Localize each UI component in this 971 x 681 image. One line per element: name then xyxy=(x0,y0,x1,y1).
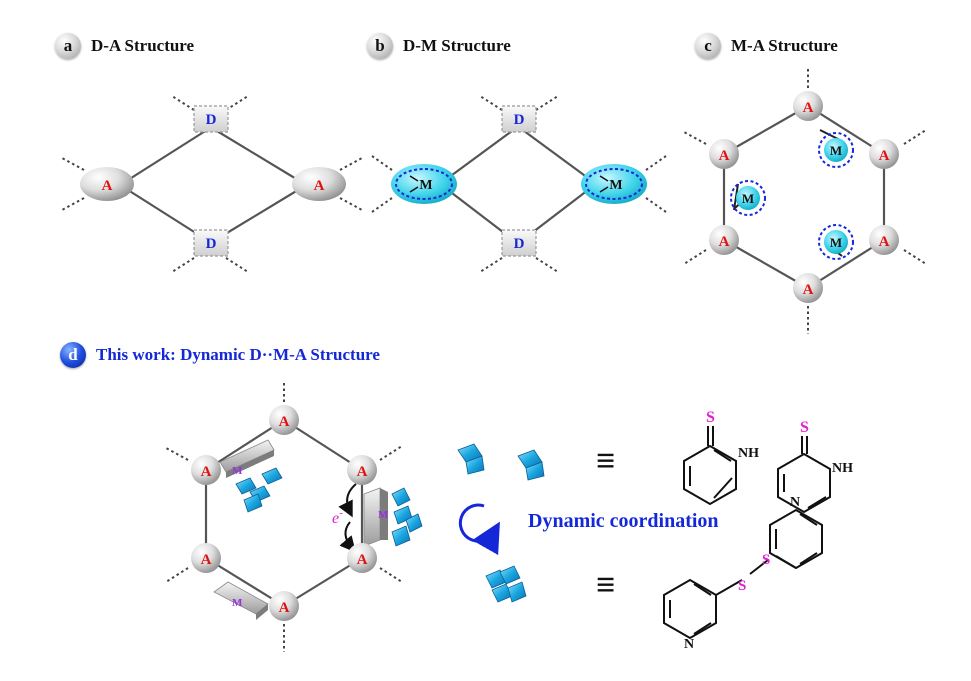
acceptor-label: A xyxy=(357,552,368,568)
metal-node: M xyxy=(818,224,854,260)
sulfur-label: S xyxy=(762,552,770,568)
donor-node: D xyxy=(193,105,229,133)
metal-label: M xyxy=(830,143,842,158)
donor-label: D xyxy=(514,112,525,128)
metal-label: M xyxy=(232,465,243,477)
acceptor-node: A xyxy=(80,167,134,201)
ligand-cubes-stack xyxy=(485,565,527,603)
acceptor-label: A xyxy=(357,464,368,480)
donor-label: D xyxy=(514,236,525,252)
donor-label: D xyxy=(206,112,217,128)
metal-node: M xyxy=(581,164,647,204)
metal-label: M xyxy=(232,597,243,609)
panel-c-header: c M-A Structure xyxy=(695,33,838,59)
panel-a-diagram: A A D D xyxy=(61,95,363,273)
metal-node: M xyxy=(818,132,854,168)
panel-d-diagram: M M M xyxy=(165,380,423,652)
acceptor-label: A xyxy=(314,178,325,194)
acceptor-label: A xyxy=(719,234,730,250)
panel-d-title: This work: Dynamic D··M-A Structure xyxy=(96,345,380,364)
metal-label: M xyxy=(830,235,842,250)
acceptor-label: A xyxy=(201,552,212,568)
equivalence-sign: ≡ xyxy=(596,443,615,480)
nitrogen-label: N xyxy=(684,637,694,652)
panel-c-badge: c xyxy=(695,33,721,59)
pyridinethione-molecule xyxy=(777,436,831,514)
acceptor-label: A xyxy=(803,100,814,116)
acceptor-node: A xyxy=(347,455,377,485)
equivalence-sign: ≡ xyxy=(596,567,615,604)
acceptor-node: A xyxy=(269,591,299,621)
acceptor-label: A xyxy=(102,178,113,194)
donor-label: D xyxy=(206,236,217,252)
panel-d-badge: d xyxy=(60,342,86,368)
nh-label: NH xyxy=(832,461,853,476)
acceptor-node: A xyxy=(347,543,377,573)
acceptor-label: A xyxy=(719,148,730,164)
acceptor-label: A xyxy=(879,148,890,164)
metal-label: M xyxy=(742,191,754,206)
acceptor-label: A xyxy=(201,464,212,480)
acceptor-node: A xyxy=(869,139,899,169)
acceptor-node: A xyxy=(709,225,739,255)
acceptor-label: A xyxy=(803,282,814,298)
metal-label: M xyxy=(609,178,622,193)
acceptor-label: A xyxy=(279,600,290,616)
acceptor-node: A xyxy=(709,139,739,169)
metal-node: M xyxy=(391,164,457,204)
donor-node: D xyxy=(193,229,229,257)
donor-node: D xyxy=(501,105,537,133)
acceptor-label: A xyxy=(879,234,890,250)
acceptor-node: A xyxy=(191,455,221,485)
nh-label: NH xyxy=(738,446,759,461)
metal-bar-bottom-left: M xyxy=(213,581,269,620)
acceptor-node: A xyxy=(191,543,221,573)
sulfur-label: S xyxy=(800,419,809,436)
panel-c-title: M-A Structure xyxy=(731,36,838,55)
panel-c-diagram: M M M A A A A A A xyxy=(683,66,927,334)
panel-b-diagram: M M D D xyxy=(371,95,667,273)
donor-node: D xyxy=(501,229,537,257)
pyridinethione-molecule xyxy=(683,426,737,506)
electron-label: e- xyxy=(332,507,343,527)
sulfur-label: S xyxy=(706,409,715,426)
panel-b-badge: b xyxy=(367,33,393,59)
panel-d-header: d This work: Dynamic D··M-A Structure xyxy=(60,342,380,368)
dipyridyl-disulfide-molecule xyxy=(663,508,823,640)
ligand-cube xyxy=(391,487,423,547)
panel-b-title: D-M Structure xyxy=(403,36,511,55)
dynamic-cycle-arrow xyxy=(458,503,500,556)
dynamic-coordination-label: Dynamic coordination xyxy=(528,510,719,532)
acceptor-node: A xyxy=(793,273,823,303)
acceptor-node: A xyxy=(869,225,899,255)
acceptor-node: A xyxy=(269,405,299,435)
metal-bar-right: M xyxy=(363,487,389,547)
metal-label: M xyxy=(378,509,389,521)
acceptor-label: A xyxy=(279,414,290,430)
sulfur-label: S xyxy=(738,578,746,594)
panel-a-header: a D-A Structure xyxy=(55,33,194,59)
acceptor-node: A xyxy=(793,91,823,121)
metal-label: M xyxy=(419,178,432,193)
acceptor-node: A xyxy=(292,167,346,201)
panel-b-header: b D-M Structure xyxy=(367,33,511,59)
panel-a-badge: a xyxy=(55,33,81,59)
panel-a-title: D-A Structure xyxy=(91,36,195,55)
metal-node: M xyxy=(730,180,766,216)
ligand-cube xyxy=(235,467,283,513)
metal-bar-top-left: M xyxy=(219,439,275,478)
nitrogen-label: N xyxy=(790,495,800,510)
ligand-cubes-pair xyxy=(457,443,545,481)
